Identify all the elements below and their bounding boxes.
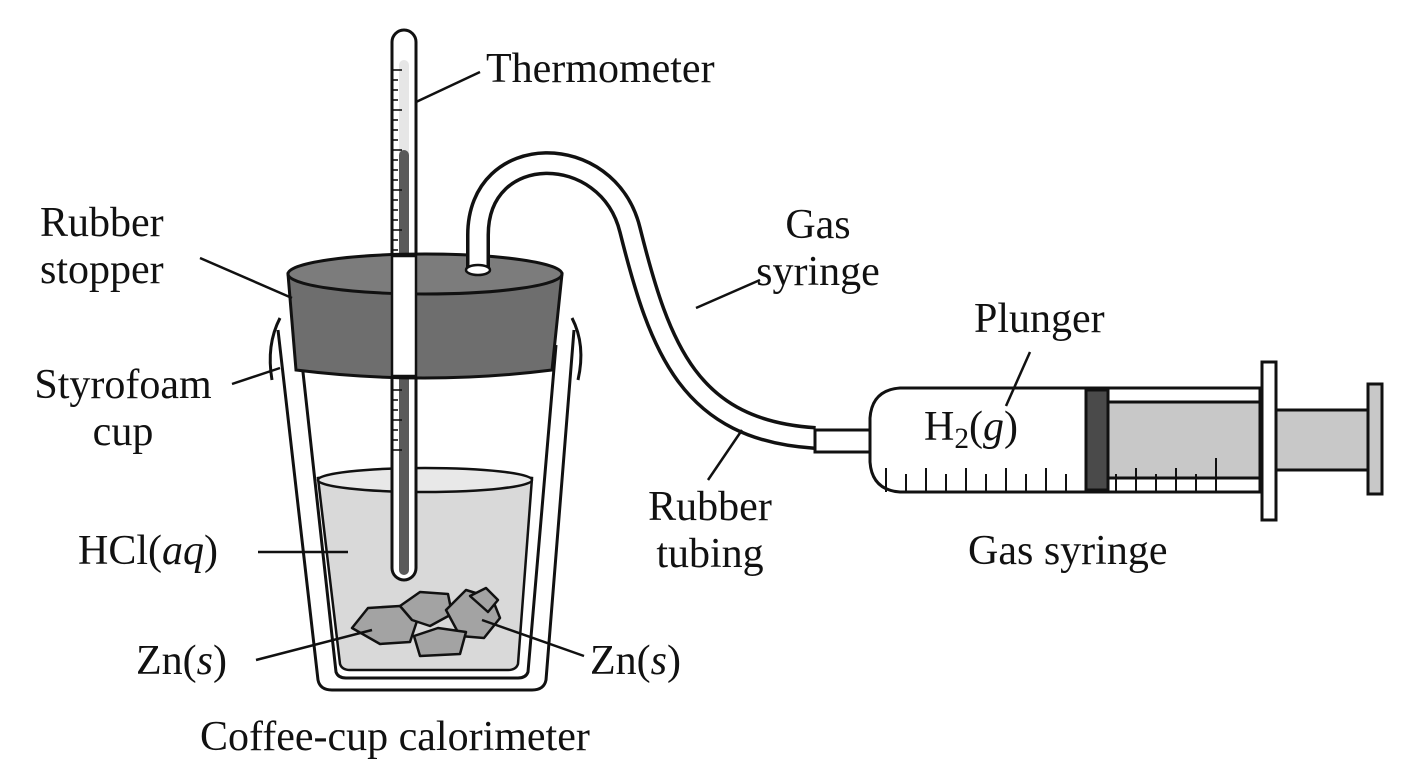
rubber-stopper [286,252,564,380]
zn-left-label: Zn(s) [136,638,227,685]
leader-rubber-tubing [706,429,744,481]
leader-zn-left [255,628,373,662]
zinc-pieces [350,586,502,658]
zn-left-label-prefix: Zn( [136,638,197,684]
leader-rubber-stopper [199,256,293,300]
gas-syringe [813,360,1384,522]
leader-plunger [1004,351,1032,407]
styrofoam-cup-label: Styrofoam cup [18,362,228,456]
calorimeter-caption: Coffee-cup calorimeter [200,714,590,760]
gas-syringe-upper-label: Gas syringe [738,202,898,296]
hcl-label-state: aq [162,528,204,574]
zn-right-label-state: s [650,638,668,684]
h2-gas-label-subscript: 2 [954,423,970,456]
rubber-stopper-label-line2: stopper [40,247,164,294]
hcl-label-suffix: ) [204,528,218,574]
h2-gas-label-open: ( [969,404,984,450]
zn-left-label-state: s [196,638,214,684]
gas-syringe-upper-label-line2: syringe [756,249,880,296]
styrofoam-cup-label-line2: cup [92,409,154,456]
rubber-stopper-label: Rubber stopper [40,200,164,294]
leader-thermometer [415,70,481,104]
zn-right-label-prefix: Zn( [590,638,651,684]
leader-gas-syringe-upper [695,278,761,310]
styrofoam-cup [268,317,583,692]
h2-gas-label-state: g [983,404,1005,450]
hcl-label-prefix: HCl( [78,528,162,574]
rubber-tubing-label-line1: Rubber [648,484,772,530]
styrofoam-cup-label-line1: Styrofoam [34,362,212,408]
rubber-tubing-label: Rubber tubing [630,484,790,578]
thermometer-label: Thermometer [486,46,715,92]
gas-syringe-caption: Gas syringe [968,528,1168,574]
plunger-label: Plunger [974,296,1105,342]
h2-gas-label: H2(g) [924,404,1019,454]
leader-lines [199,70,1032,662]
hcl-label: HCl(aq) [78,528,218,575]
rubber-tubing [464,151,816,450]
zn-left-label-suffix: ) [213,638,228,684]
h2-gas-label-base: H [924,404,955,450]
rubber-stopper-label-line1: Rubber [40,200,164,246]
leader-zn-right [481,618,585,658]
h2-gas-label-close: ) [1004,404,1019,450]
zn-right-label-suffix: ) [667,638,682,684]
zn-right-label: Zn(s) [590,638,681,685]
rubber-tubing-label-line2: tubing [656,531,764,578]
leader-styrofoam-cup [231,366,281,386]
gas-syringe-upper-label-line1: Gas [785,202,851,248]
